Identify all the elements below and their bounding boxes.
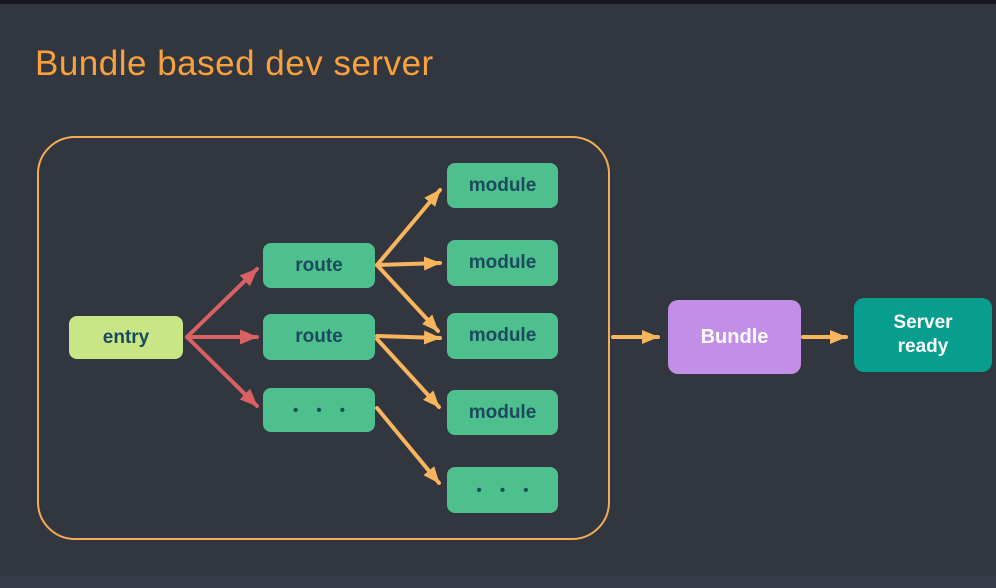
route-node-1: route [263,243,375,288]
route-more-node: • • • [263,388,375,432]
module-node-3: module [447,313,558,359]
top-edge-strip [0,0,996,4]
module-node-2: module [447,240,558,286]
dev-server-boundary [37,136,610,540]
module-node-4: module [447,390,558,435]
entry-node: entry [69,316,183,359]
bottom-edge-strip [0,576,996,588]
page-title: Bundle based dev server [35,44,434,83]
module-more-node: • • • [447,467,558,513]
server-ready-node: Server ready [854,298,992,372]
module-node-1: module [447,163,558,208]
bundle-node: Bundle [668,300,801,374]
route-node-2: route [263,314,375,360]
